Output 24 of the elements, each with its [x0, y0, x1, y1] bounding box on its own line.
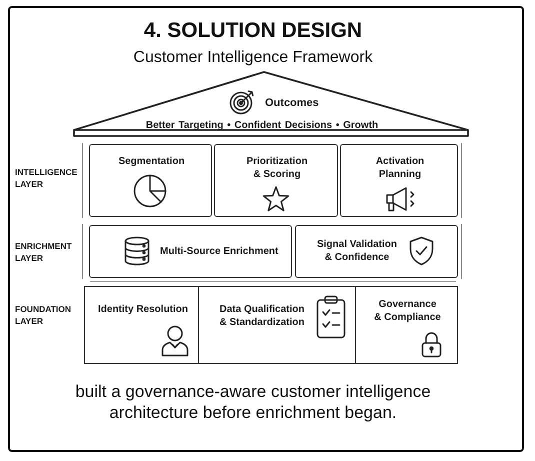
card-title: Identity Resolution — [98, 303, 188, 316]
subtitle: Customer Intelligence Framework — [133, 48, 373, 67]
card-title: Governance & Compliance — [373, 298, 442, 324]
page-title: 4. SOLUTION DESIGN — [144, 19, 362, 43]
layer-label: INTELLIGENCE LAYER — [15, 166, 78, 190]
component-card — [84, 286, 200, 364]
card-title: Data Qualification & Standardization — [218, 303, 306, 329]
component-card — [340, 144, 458, 217]
layer-label: ENRICHMENT LAYER — [15, 240, 73, 264]
card-title: Activation Planning — [374, 155, 426, 181]
caption: built a governance-aware customer intelligence architecture before enrichment began. — [74, 381, 432, 423]
component-card — [214, 144, 338, 217]
card-title: Segmentation — [118, 155, 185, 168]
layer-label: FOUNDATION LAYER — [15, 303, 72, 327]
roof-heading: Outcomes — [265, 96, 319, 110]
component-card — [355, 286, 458, 364]
card-title: Multi-Source Enrichment — [160, 245, 278, 258]
component-card — [89, 225, 292, 278]
card-title: Signal Validation & Confidence — [316, 238, 398, 264]
outcome-list: Better Targeting • Confident Decisions • Growth — [146, 119, 378, 132]
component-card — [89, 144, 212, 217]
card-title: Prioritization & Scoring — [245, 155, 309, 181]
component-card — [295, 225, 458, 278]
component-card — [198, 286, 357, 364]
